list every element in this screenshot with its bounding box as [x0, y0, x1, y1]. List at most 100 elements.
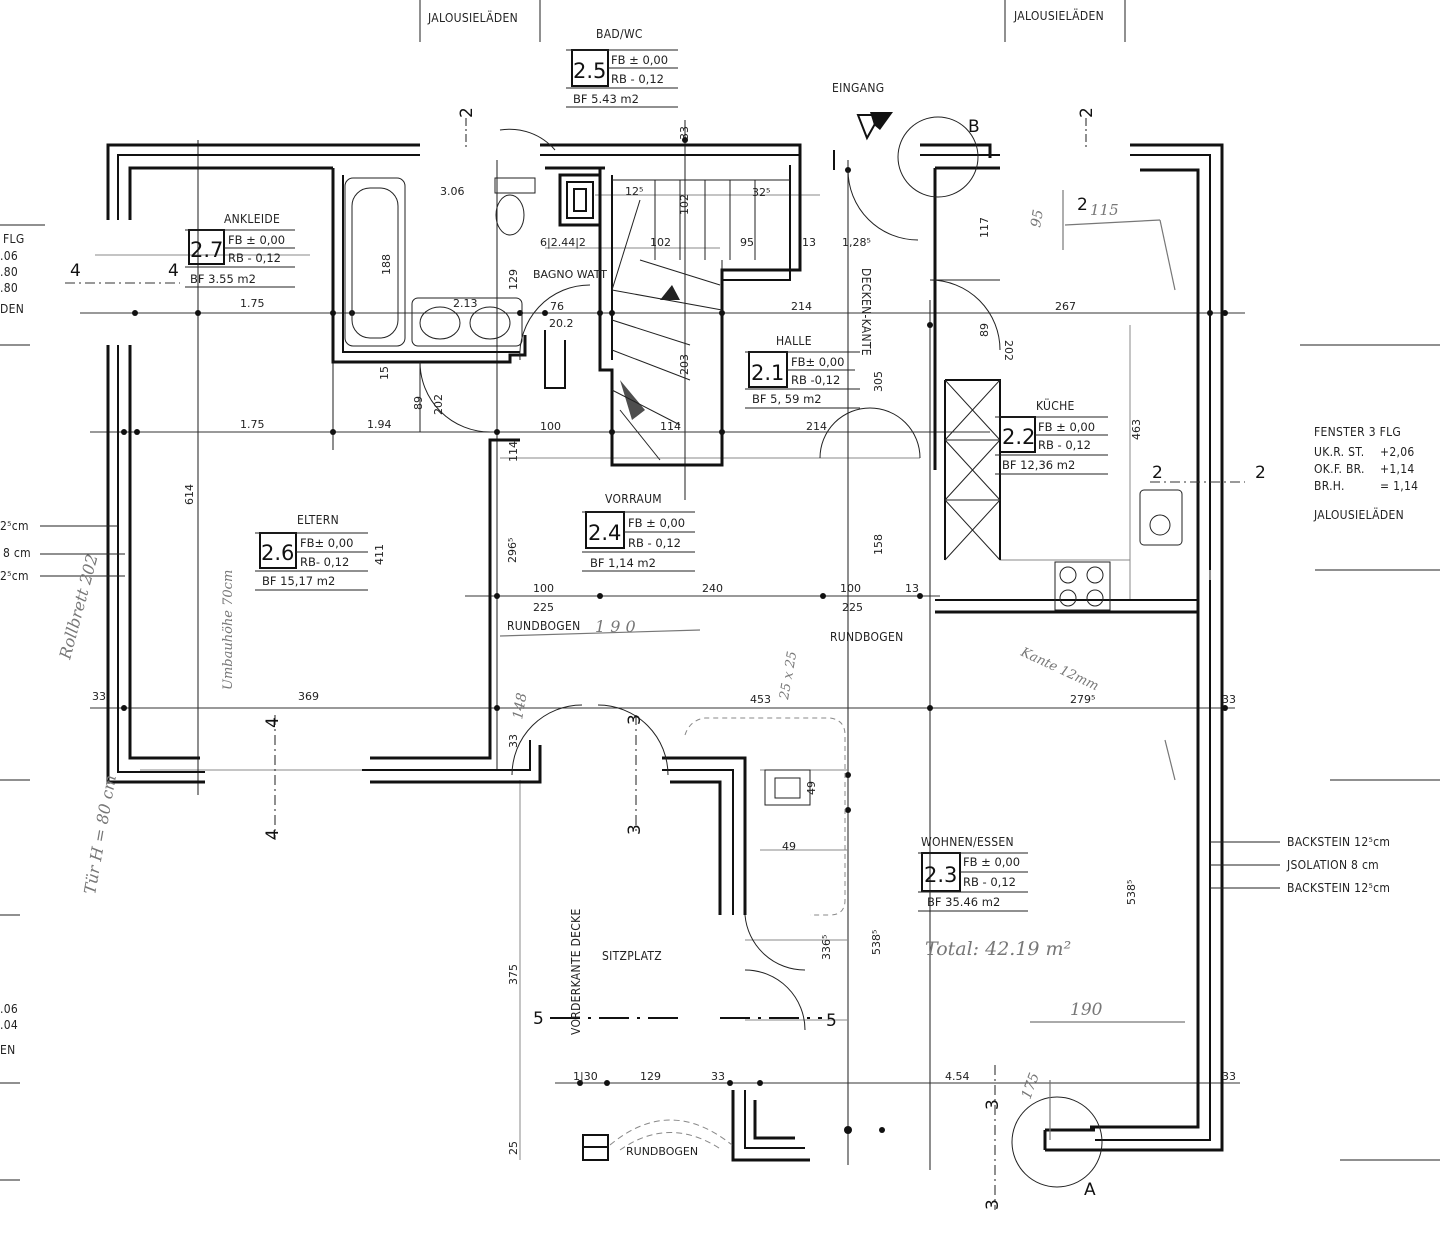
svg-text:12⁵: 12⁵ [625, 185, 643, 198]
svg-text:3: 3 [625, 714, 645, 725]
svg-text:203: 203 [678, 354, 691, 375]
svg-text:2: 2 [457, 107, 477, 118]
section-markers: 2 2 2 2 2 4 4 4 4 3 3 3 3 5 5 [65, 107, 1266, 1210]
svg-text:.04: .04 [0, 1018, 18, 1032]
svg-text:240: 240 [702, 582, 723, 595]
exterior-walls [106, 143, 1224, 1162]
svg-text:4: 4 [263, 829, 283, 840]
svg-text:BF 5.43 m2: BF 5.43 m2 [573, 92, 639, 106]
svg-text:5: 5 [826, 1011, 837, 1031]
svg-text:33: 33 [507, 734, 520, 748]
svg-text:25: 25 [507, 1141, 520, 1155]
svg-text:HALLE: HALLE [776, 334, 812, 348]
svg-text:453: 453 [750, 693, 771, 706]
svg-text:33: 33 [1222, 693, 1236, 706]
kitchen-fixtures [944, 379, 1183, 611]
staircase [611, 179, 790, 461]
svg-text:76: 76 [550, 300, 564, 313]
svg-text:3: 3 [983, 1199, 1003, 1210]
svg-text:202: 202 [1002, 340, 1015, 361]
room-stamp-bad: BAD/WC 2.5 FB ± 0,00 RB - 0,12 BF 5.43 m… [566, 27, 678, 108]
bath-fixtures [344, 177, 536, 347]
svg-text:RB - 0,12: RB - 0,12 [228, 251, 281, 265]
svg-text:FB ± 0,00: FB ± 0,00 [1038, 420, 1095, 434]
svg-text:.80: .80 [0, 281, 18, 295]
svg-text:2.13: 2.13 [453, 297, 478, 310]
wall-layer-callout-left: 2⁵cm 8 cm 2⁵cm [0, 519, 125, 583]
svg-text:117: 117 [978, 217, 991, 238]
svg-text:Kante 12mm: Kante 12mm [1017, 645, 1100, 695]
svg-text:4: 4 [168, 261, 179, 281]
svg-text:2.2: 2.2 [1002, 425, 1035, 449]
top-note-jalousie-right: JALOUSIELÄDEN [1013, 8, 1104, 23]
svg-text:225: 225 [533, 601, 554, 614]
svg-text:BF 5, 59 m2: BF 5, 59 m2 [752, 392, 822, 406]
room-stamp-vorraum: VORRAUM 2.4 FB ± 0,00 RB - 0,12 BF 1,14 … [582, 492, 695, 572]
svg-text:33: 33 [1222, 1070, 1236, 1083]
svg-text:FB ± 0,00: FB ± 0,00 [628, 516, 685, 530]
svg-text:BF 12,36 m2: BF 12,36 m2 [1002, 458, 1075, 472]
entrance-label: EINGANG [832, 81, 884, 95]
svg-text:= 1,14: = 1,14 [1380, 479, 1418, 493]
svg-text:ELTERN: ELTERN [297, 513, 339, 527]
svg-text:.06: .06 [0, 1002, 18, 1016]
svg-text:305: 305 [872, 371, 885, 392]
svg-text:JALOUSIELÄDEN: JALOUSIELÄDEN [1313, 507, 1404, 522]
svg-text:296⁵: 296⁵ [506, 538, 519, 563]
svg-text:BF 3.55 m2: BF 3.55 m2 [190, 272, 256, 286]
svg-text:100: 100 [840, 582, 861, 595]
svg-text:2.6: 2.6 [261, 541, 294, 565]
svg-text:89: 89 [978, 323, 991, 337]
svg-text:FB ± 0,00: FB ± 0,00 [963, 855, 1020, 869]
svg-text:32⁵: 32⁵ [752, 186, 770, 199]
svg-text:2.4: 2.4 [588, 521, 621, 545]
svg-text:2: 2 [1077, 107, 1097, 118]
svg-text:2: 2 [1255, 463, 1266, 483]
room-stamp-wohnen: WOHNEN/ESSEN 2.3 FB ± 0,00 RB - 0,12 BF … [918, 835, 1028, 912]
svg-text:2: 2 [1152, 463, 1163, 483]
rundbogen-label-2: RUNDBOGEN [830, 630, 903, 644]
svg-text:15: 15 [378, 366, 391, 380]
svg-text:RB - 0,12: RB - 0,12 [963, 875, 1016, 889]
svg-text:2⁵cm: 2⁵cm [0, 569, 29, 583]
svg-text:1 9 0: 1 9 0 [595, 617, 636, 636]
svg-text:OK.F. BR.: OK.F. BR. [1314, 462, 1365, 476]
svg-text:VORRAUM: VORRAUM [605, 492, 662, 506]
svg-text:114: 114 [660, 420, 681, 433]
left-margin-lines [0, 224, 45, 1181]
svg-text:ANKLEIDE: ANKLEIDE [224, 212, 280, 226]
handwritten-total: Total: 42.19 m² [925, 938, 1071, 960]
fireplace-outline [764, 769, 811, 806]
svg-text:1|30: 1|30 [573, 1070, 598, 1083]
door-swings [419, 128, 1001, 1031]
svg-text:RB- 0,12: RB- 0,12 [300, 555, 349, 569]
svg-text:4.54: 4.54 [945, 1070, 970, 1083]
svg-text:1.75: 1.75 [240, 297, 265, 310]
svg-text:188: 188 [380, 254, 393, 275]
svg-text:102: 102 [650, 236, 671, 249]
svg-text:8 cm: 8 cm [3, 546, 31, 560]
svg-text:BF 35.46 m2: BF 35.46 m2 [927, 895, 1000, 909]
detail-circle-a [1011, 1096, 1103, 1188]
svg-text:FB ± 0,00: FB ± 0,00 [228, 233, 285, 247]
arch-outlines [609, 717, 846, 1151]
svg-text:RB - 0,12: RB - 0,12 [611, 72, 664, 86]
svg-text:5: 5 [533, 1009, 544, 1029]
svg-text:2⁵cm: 2⁵cm [0, 519, 29, 533]
svg-text:190: 190 [1070, 1000, 1103, 1020]
svg-text:1.75: 1.75 [240, 418, 265, 431]
svg-text:225: 225 [842, 601, 863, 614]
svg-text:95: 95 [740, 236, 754, 249]
svg-text:336⁵: 336⁵ [820, 935, 833, 960]
svg-text:129: 129 [640, 1070, 661, 1083]
svg-text:49: 49 [805, 781, 818, 795]
svg-text:375: 375 [507, 964, 520, 985]
svg-text:202: 202 [432, 394, 445, 415]
svg-text:214: 214 [806, 420, 827, 433]
svg-text:49: 49 [782, 840, 796, 853]
svg-text:DEN: DEN [0, 302, 24, 316]
svg-text:100: 100 [540, 420, 561, 433]
svg-text:6|2.44|2: 6|2.44|2 [540, 236, 586, 249]
svg-text:463: 463 [1130, 419, 1143, 440]
